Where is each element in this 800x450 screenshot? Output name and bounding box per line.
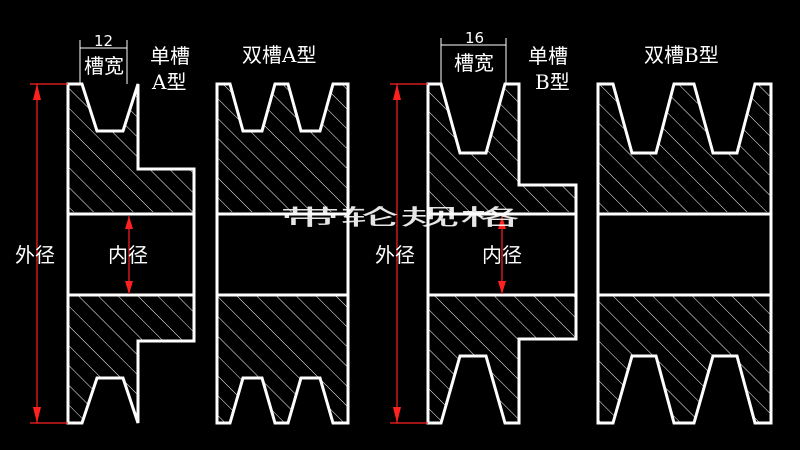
inner-diameter-label-a: 内径 [108,243,148,267]
title-single-b-line1: 单槽 [528,44,568,68]
watermark-text: 带轮规格 [280,206,520,231]
pulley-single-a [30,40,196,425]
groove-width-value-a: 12 [94,32,113,50]
groove-width-label-b: 槽宽 [454,51,494,75]
groove-width-value-b: 16 [465,29,484,47]
title-single-a-line1: 单槽 [150,44,190,68]
inner-diameter-label-b: 内径 [482,243,522,267]
title-double-a: 双槽A型 [242,43,316,67]
groove-width-label-a: 槽宽 [84,54,124,78]
pulley-single-b [390,38,578,425]
outer-diameter-label-a: 外径 [15,243,55,267]
pulley-double-a [215,82,350,425]
pulley-double-b [596,82,773,425]
title-single-a-line2: A型 [151,70,186,94]
title-single-b-line2: B型 [535,70,570,94]
title-double-b: 双槽B型 [644,43,719,67]
outer-diameter-label-b: 外径 [375,243,415,267]
